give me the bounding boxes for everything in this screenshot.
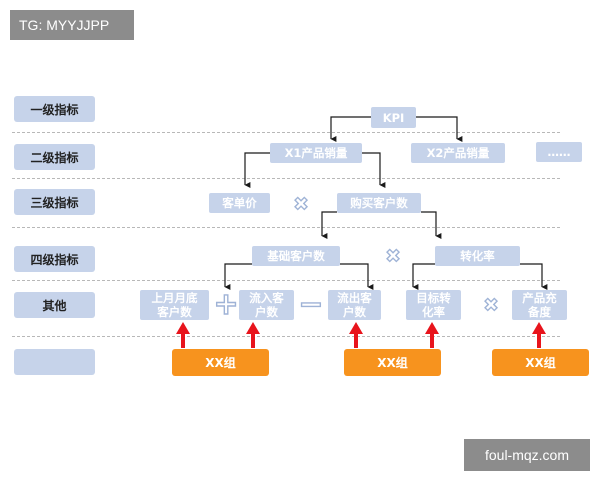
red-arrow-2: [246, 322, 260, 348]
node-last-month-customers: 上月月底 客户数: [140, 290, 209, 320]
divider-4: [12, 280, 560, 281]
level-4-label: 四级指标: [14, 246, 95, 272]
divider-3: [12, 227, 560, 228]
level-3-label: 三级指标: [14, 189, 95, 215]
divider-5: [12, 336, 560, 337]
node-product-readiness: 产品充 备度: [512, 290, 567, 320]
red-arrow-1: [176, 322, 190, 348]
node-inflow-customers: 流入客 户数: [239, 290, 294, 320]
node-kpi: KPI: [371, 107, 416, 128]
level-1-label: 一级指标: [14, 96, 95, 122]
red-arrow-4: [425, 322, 439, 348]
node-base-customers: 基础客户数: [252, 246, 340, 266]
node-target-conversion: 目标转 化率: [406, 290, 461, 320]
multiply-icon-3: ✖: [483, 294, 499, 316]
multiply-icon-1: ✖: [293, 193, 309, 215]
node-more: ……: [536, 142, 582, 162]
node-conversion-rate: 转化率: [435, 246, 520, 266]
level-2-label: 二级指标: [14, 144, 95, 170]
multiply-icon-2: ✖: [385, 245, 401, 267]
plus-icon: +: [213, 286, 240, 322]
watermark-top: TG: MYYJJPP: [10, 10, 134, 40]
group-box-3: XX组: [492, 349, 589, 376]
divider-2: [12, 178, 560, 179]
divider-1: [12, 132, 560, 133]
watermark-bottom: foul-mqz.com: [464, 439, 590, 471]
node-unit-price: 客单价: [209, 193, 270, 213]
node-x1-sales: X1产品销量: [270, 143, 362, 163]
minus-icon: −: [298, 286, 325, 322]
red-arrow-5: [532, 322, 546, 348]
group-box-1: XX组: [172, 349, 269, 376]
red-arrow-3: [349, 322, 363, 348]
node-buyers: 购买客户数: [337, 193, 421, 213]
node-x2-sales: X2产品销量: [411, 143, 505, 163]
level-5-label: 其他: [14, 292, 95, 318]
node-outflow-customers: 流出客 户数: [328, 290, 381, 320]
level-6-label: [14, 349, 95, 375]
group-box-2: XX组: [344, 349, 441, 376]
